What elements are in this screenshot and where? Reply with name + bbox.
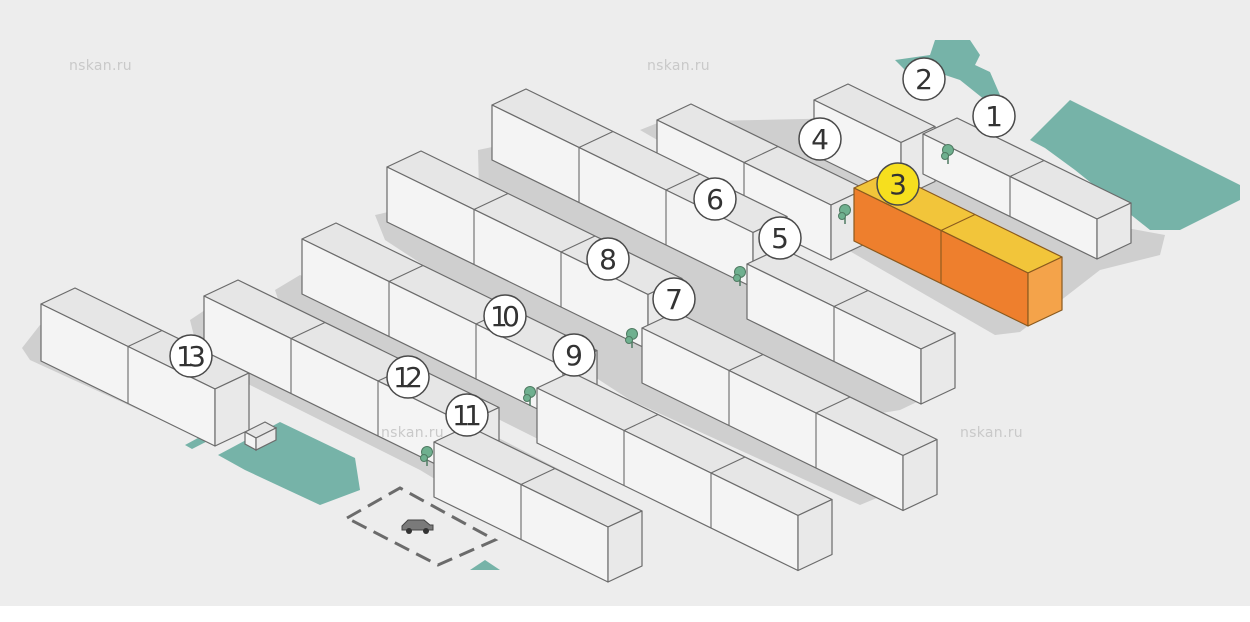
label-number: 5 [771, 222, 789, 255]
label-circle [445, 393, 489, 437]
building-label-11[interactable]: 11 [445, 393, 489, 437]
building-wall [607, 510, 643, 583]
building-label-1[interactable]: 1 [972, 94, 1016, 138]
tree-icon [941, 144, 954, 164]
label-circle [798, 117, 842, 161]
green-area [1030, 100, 1240, 230]
building-1[interactable] [922, 117, 1132, 260]
label-number: 11 [452, 399, 482, 432]
building-label-3[interactable]: 3 [876, 162, 920, 206]
label-circle [972, 94, 1016, 138]
building-wall [797, 498, 833, 572]
building-label-6[interactable]: 6 [693, 177, 737, 221]
parking-outline [343, 486, 499, 567]
building-wall [1027, 256, 1063, 327]
parking-lot [243, 421, 499, 567]
building-label-4[interactable]: 4 [798, 117, 842, 161]
building-wall [920, 332, 956, 405]
label-circle [652, 277, 696, 321]
watermark: nskan.ru [960, 425, 1023, 441]
label-number: 13 [176, 340, 206, 373]
building-label-2[interactable]: 2 [902, 57, 946, 101]
label-number: 6 [706, 183, 724, 216]
tree-icon [838, 204, 851, 224]
green-area [895, 40, 1000, 100]
label-circle [169, 334, 213, 378]
building-9[interactable] [536, 371, 833, 572]
kiosk-icon [243, 421, 278, 452]
label-circle [483, 294, 527, 338]
label-circle [386, 355, 430, 399]
watermark: nskan.ru [647, 58, 710, 74]
bottom-strip [0, 606, 1250, 622]
building-label-8[interactable]: 8 [586, 237, 630, 281]
tree-icon [420, 446, 433, 466]
building-5[interactable] [746, 247, 956, 405]
label-circle [552, 333, 596, 377]
building-11[interactable] [433, 425, 643, 583]
label-number: 8 [599, 243, 617, 276]
watermark: nskan.ru [381, 425, 444, 441]
label-number: 10 [490, 300, 520, 333]
building-label-12[interactable]: 12 [386, 355, 430, 399]
trees [420, 144, 954, 466]
green-area [470, 560, 500, 570]
building-wall [1096, 202, 1132, 260]
label-number: 4 [811, 123, 829, 156]
building-wall [902, 438, 938, 512]
building-7[interactable] [641, 311, 938, 512]
tree-icon [625, 328, 638, 348]
building-label-13[interactable]: 13 [169, 334, 213, 378]
label-number: 7 [665, 283, 683, 316]
watermark: nskan.ru [69, 58, 132, 74]
tree-icon [523, 386, 536, 406]
label-number: 3 [889, 168, 907, 201]
buildings [40, 83, 1132, 583]
car-icon [401, 519, 434, 534]
label-circle [693, 177, 737, 221]
label-number: 2 [915, 63, 933, 96]
tree-icon [733, 266, 746, 286]
building-label-5[interactable]: 5 [758, 216, 802, 260]
building-label-10[interactable]: 10 [483, 294, 527, 338]
label-number: 9 [565, 339, 583, 372]
building-label-9[interactable]: 9 [552, 333, 596, 377]
label-circle [902, 57, 946, 101]
label-number: 12 [393, 361, 423, 394]
label-circle [876, 162, 920, 206]
building-wall [214, 372, 250, 447]
label-circle [586, 237, 630, 281]
building-label-7[interactable]: 7 [652, 277, 696, 321]
label-circle [758, 216, 802, 260]
label-number: 1 [985, 100, 1003, 133]
